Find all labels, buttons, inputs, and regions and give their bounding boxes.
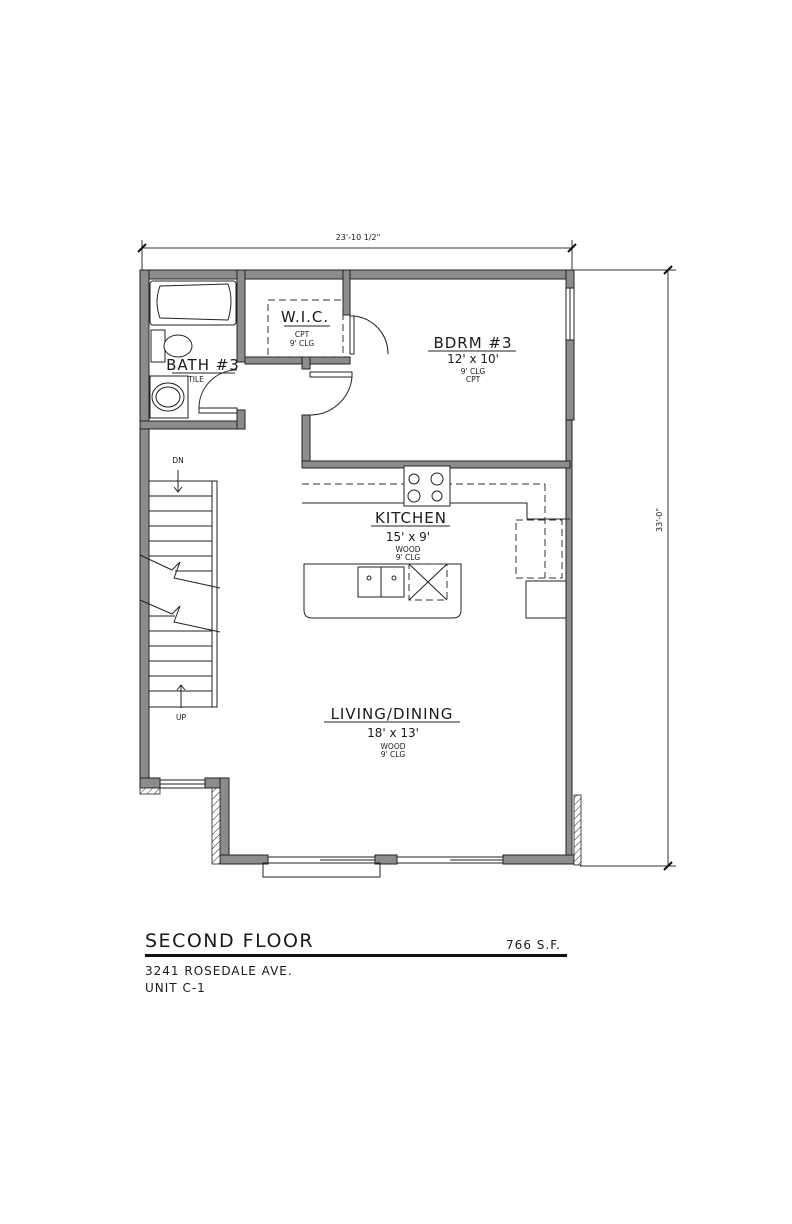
dishwasher: [408, 563, 448, 601]
room-note: 9' CLG: [290, 339, 315, 348]
cooktop: [403, 465, 451, 507]
windows: [159, 287, 575, 878]
bath-fixtures: [149, 280, 237, 419]
floor-title: SECOND FLOOR: [145, 930, 315, 952]
room-label-bedroom: BDRM #3 12' x 10' 9' CLG CPT: [428, 334, 516, 384]
stairs-down-label: DN: [172, 456, 183, 465]
doors: [198, 315, 389, 416]
address-block: 3241 ROSEDALE AVE. UNIT C-1: [145, 963, 567, 997]
room-note: 9' CLG: [381, 750, 406, 759]
depth-dimension: 33'-0": [574, 265, 676, 871]
stairs: DN UP: [139, 456, 221, 722]
room-note: TILE: [187, 375, 204, 384]
room-note: WOOD: [381, 742, 406, 751]
room-name: BDRM #3: [433, 334, 512, 352]
veneer-hatch: [139, 787, 582, 866]
street-address: 3241 ROSEDALE AVE.: [145, 964, 293, 978]
title-row: SECOND FLOOR 766 S.F.: [145, 930, 567, 957]
room-label-bath: BATH #3 TILE: [166, 356, 240, 384]
room-note: CPT: [466, 375, 481, 384]
room-label-wic: W.I.C. CPT 9' CLG: [281, 308, 330, 348]
room-name: W.I.C.: [281, 308, 329, 326]
room-size: 15' x 9': [386, 530, 430, 544]
stairs-up-label: UP: [176, 713, 186, 722]
room-name: KITCHEN: [375, 509, 447, 527]
room-label-living: LIVING/DINING 18' x 13' WOOD 9' CLG: [324, 705, 460, 759]
width-dimension: 23'-10 1/2": [137, 233, 577, 272]
room-label-kitchen: KITCHEN 15' x 9' WOOD 9' CLG: [371, 509, 450, 562]
kitchen-counters: [302, 465, 570, 619]
unit-number: UNIT C-1: [145, 981, 206, 995]
room-note: CPT: [295, 330, 310, 339]
room-note: 9' CLG: [461, 367, 486, 376]
room-size: 18' x 13': [367, 726, 419, 740]
title-block: SECOND FLOOR 766 S.F. 3241 ROSEDALE AVE.…: [145, 930, 567, 997]
floor-area: 766 S.F.: [506, 938, 561, 952]
wic-shelf: [267, 299, 344, 358]
room-size: 12' x 10': [447, 352, 499, 366]
room-note: WOOD: [396, 545, 421, 554]
width-dimension-label: 23'-10 1/2": [336, 233, 381, 242]
depth-dimension-label: 33'-0": [655, 508, 664, 532]
room-note: 9' CLG: [396, 553, 421, 562]
room-name: BATH #3: [166, 356, 240, 374]
room-name: LIVING/DINING: [331, 705, 454, 723]
